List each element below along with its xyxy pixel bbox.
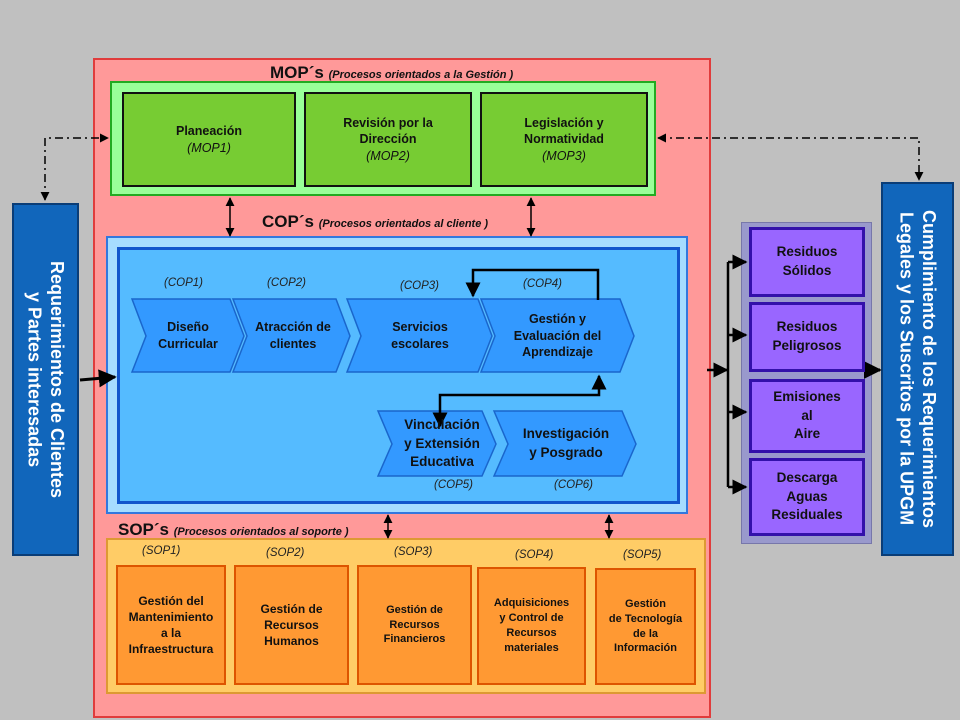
client-requirements-box: Requerimientos de Clientes y Partes inte…: [12, 203, 79, 556]
cop-title-text: COP´s: [262, 212, 314, 231]
sop-box-3: Gestión de Recursos Financieros: [357, 565, 472, 685]
sop-title: SOP´s (Procesos orientados al soporte ): [118, 520, 349, 540]
mop-title: MOP´s (Procesos orientados a la Gestión …: [270, 63, 513, 83]
sop-box-5: Gestión de Tecnología de la Información: [595, 568, 696, 685]
cop4-label: Gestión y Evaluación del Aprendizaje: [513, 311, 602, 360]
cop3-label: Servicios escolares: [391, 320, 449, 351]
sop5-code: (SOP5): [623, 549, 662, 561]
mop-box-2: Revisión por la Dirección (MOP2): [304, 92, 472, 187]
chevron-cop2: [231, 298, 351, 373]
cop2-label: Atracción de clientes: [255, 320, 331, 351]
cop4-code: (COP4): [523, 278, 562, 290]
legal-requirements-box: Cumplimiento de los Requerimientos Legal…: [881, 182, 954, 556]
mop-box-code: (MOP2): [366, 148, 410, 163]
sop1-code: (SOP1): [142, 545, 181, 557]
sop2-code: (SOP2): [266, 547, 305, 559]
residue-box-4: Descarga Aguas Residuales: [749, 458, 865, 536]
client-requirements-text: Requerimientos de Clientes y Partes inte…: [24, 260, 68, 499]
sop4-code: (SOP4): [515, 549, 554, 561]
dashdot-left-connector: [40, 133, 109, 201]
mop-box-label: Planeación: [176, 124, 242, 139]
cop1-label: Diseño Curricular: [158, 320, 218, 351]
cop2-code: (COP2): [267, 277, 306, 289]
sop-box-2: Gestión de Recursos Humanos: [234, 565, 349, 685]
chevron-cop3: [345, 298, 493, 373]
cop1-code: (COP1): [164, 277, 203, 289]
cop5-label: Vinculación y Extensión Educativa: [404, 416, 480, 470]
mop-subtitle: (Procesos orientados a la Gestión ): [328, 69, 514, 81]
sop-box-1: Gestión del Mantenimiento a la Infraestr…: [116, 565, 226, 685]
cop6-label: Investigación y Posgrado: [522, 426, 610, 460]
mop-title-text: MOP´s: [270, 63, 324, 82]
mop-box-3: Legislación y Normatividad (MOP3): [480, 92, 648, 187]
mop-box-code: (MOP3): [542, 148, 586, 163]
cop3-code: (COP3): [400, 280, 439, 292]
residue-box-1: Residuos Sólidos: [749, 227, 865, 297]
cop4-cop5-connector: [432, 374, 607, 428]
cop4-loop-arrow: [465, 268, 600, 300]
chevron-cop4: [479, 298, 635, 373]
sop3-code: (SOP3): [394, 546, 433, 558]
sop-subtitle: (Procesos orientados al soporte ): [173, 526, 349, 538]
residue-box-2: Residuos Peligrosos: [749, 302, 865, 372]
sop-box-4: Adquisiciones y Control de Recursos mate…: [477, 567, 586, 685]
chevron-cop1: [130, 298, 245, 373]
input-arrow: [79, 369, 117, 388]
dashdot-right-connector: [657, 133, 924, 181]
cop6-code: (COP6): [554, 479, 593, 491]
cop-subtitle: (Procesos orientados al cliente ): [318, 218, 489, 230]
mop-box-1: Planeación (MOP1): [122, 92, 296, 187]
mop-box-label: Revisión por la Dirección: [343, 116, 433, 147]
cop-title: COP´s (Procesos orientados al cliente ): [262, 212, 488, 232]
mop-box-code: (MOP1): [187, 140, 231, 155]
residue-box-3: Emisiones al Aire: [749, 379, 865, 453]
legal-requirements-text: Cumplimiento de los Requerimientos Legal…: [896, 209, 940, 529]
sop-title-text: SOP´s: [118, 520, 170, 539]
mop-box-label: Legislación y Normatividad: [524, 116, 604, 147]
cop5-code: (COP5): [434, 479, 473, 491]
